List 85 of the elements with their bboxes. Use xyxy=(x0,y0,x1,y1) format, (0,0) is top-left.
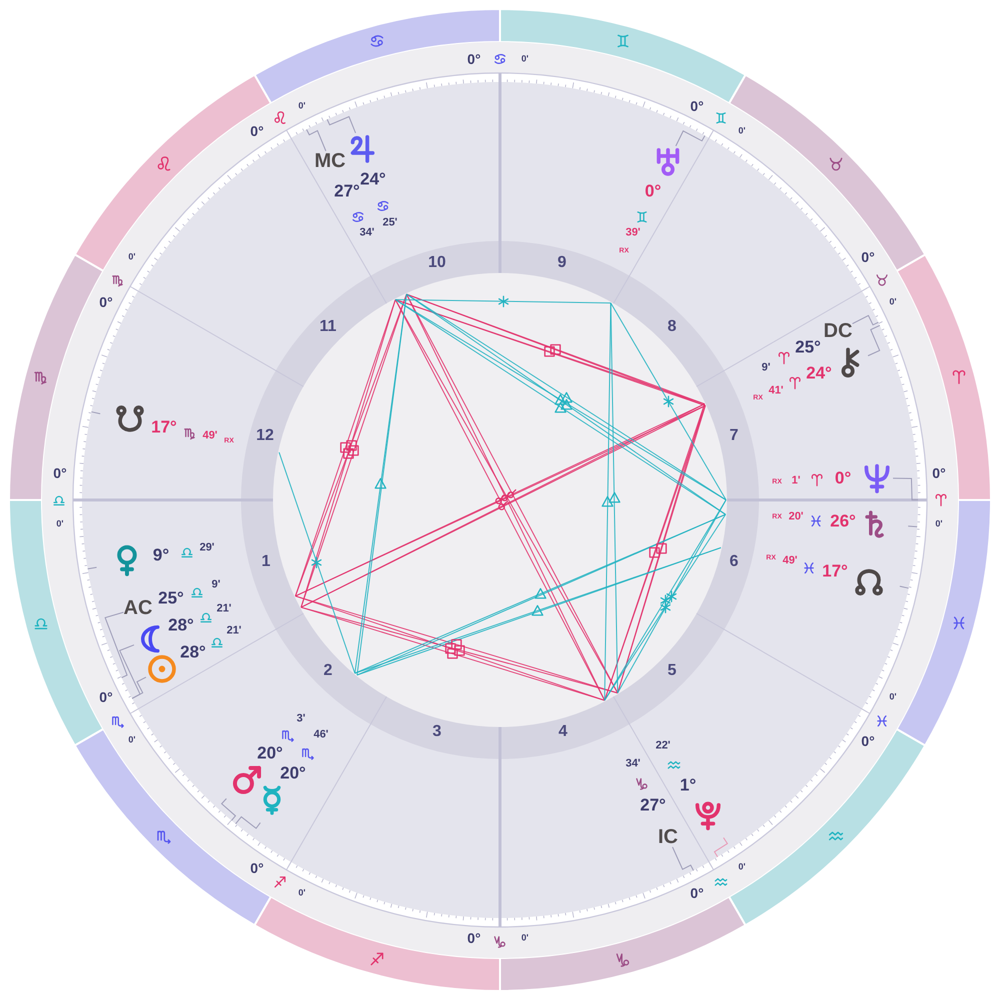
leader-line xyxy=(119,644,141,699)
minute-label: 0' xyxy=(889,298,897,306)
degree-label: 0° xyxy=(99,690,113,704)
house-number: 3 xyxy=(432,724,442,740)
degree-label: 0° xyxy=(467,52,481,66)
minute-label: 49' xyxy=(782,556,798,566)
degree-label: 0° xyxy=(690,99,704,113)
degree-label: 0° xyxy=(250,124,264,138)
degree-label: 0° xyxy=(861,734,875,748)
house-number: 9 xyxy=(558,255,566,271)
minute-label: 0' xyxy=(128,736,136,744)
minute-label: 0' xyxy=(298,888,306,898)
leader-line xyxy=(326,116,356,134)
minute-label: 25' xyxy=(382,218,398,228)
minute-label: 9' xyxy=(762,362,770,374)
degree-label: 0° xyxy=(644,182,662,200)
degree-label: 20° xyxy=(280,764,306,782)
degree-label: 0° xyxy=(99,295,113,309)
minute-label: 20' xyxy=(788,512,804,522)
minute-label: 3' xyxy=(296,714,306,724)
angle-label: MC xyxy=(314,151,346,171)
minute-label: 39' xyxy=(626,228,640,238)
degree-label: 20° xyxy=(257,744,283,762)
angle-label: DC xyxy=(824,321,852,341)
leader-line xyxy=(675,130,706,146)
degree-label: 25° xyxy=(795,338,821,356)
degree-label: 25° xyxy=(158,590,184,606)
degree-label: 17° xyxy=(822,562,848,580)
house-number: 5 xyxy=(668,663,676,679)
degree-label: 28° xyxy=(168,616,194,634)
minute-label: 49' xyxy=(202,430,218,442)
degree-label: 9° xyxy=(152,546,170,564)
degree-label: 26° xyxy=(830,512,856,530)
degree-label: 0° xyxy=(861,250,875,264)
degree-label: 27° xyxy=(334,182,360,200)
minute-label: 9' xyxy=(212,580,220,590)
house-number: 11 xyxy=(320,319,336,335)
house-number: 4 xyxy=(558,724,568,740)
house-number: 12 xyxy=(256,428,274,444)
minute-label: 0' xyxy=(889,692,897,702)
degree-label: 27° xyxy=(640,796,666,814)
minute-label: 0' xyxy=(521,54,529,64)
degree-label: 0° xyxy=(467,931,481,945)
minute-label: 29' xyxy=(200,542,214,554)
minute-label: 0' xyxy=(298,102,306,110)
house-number: 1 xyxy=(262,554,270,570)
minute-label: 34' xyxy=(626,758,640,770)
minute-label: 22' xyxy=(656,740,670,752)
house-number: 8 xyxy=(668,319,676,335)
minute-label: 0' xyxy=(935,520,943,528)
degree-label: 24° xyxy=(360,170,386,188)
degree-label: 0° xyxy=(834,470,852,486)
degree-label: 0° xyxy=(690,886,704,900)
minute-label: 21' xyxy=(216,604,232,614)
leader-line xyxy=(892,478,918,500)
house-number: 2 xyxy=(324,663,332,679)
angle-label: IC xyxy=(658,827,678,847)
minute-label: 41' xyxy=(768,386,784,396)
house-number: 7 xyxy=(730,428,738,444)
minute-label: 0' xyxy=(738,126,746,136)
minute-label: 21' xyxy=(226,626,242,636)
degree-label: 28° xyxy=(180,644,206,660)
leader-line xyxy=(852,314,879,326)
degree-label: 1° xyxy=(680,776,696,794)
minute-label: 0' xyxy=(56,520,64,528)
leader-line xyxy=(104,612,128,678)
leader-line xyxy=(132,676,146,699)
degree-label: 24° xyxy=(806,364,832,382)
minute-label: 0' xyxy=(128,252,136,262)
leader-line xyxy=(306,128,326,152)
sun-glyph-icon xyxy=(146,653,178,685)
degree-label: 0° xyxy=(932,466,946,480)
degree-label: 0° xyxy=(53,466,67,480)
leader-line xyxy=(672,846,694,872)
minute-label: 0' xyxy=(521,934,529,942)
minute-label: 1' xyxy=(792,476,800,486)
minute-label: 0' xyxy=(738,862,746,872)
degree-label: 0° xyxy=(250,861,264,875)
degree-label: 17° xyxy=(151,418,177,436)
leader-line xyxy=(868,324,880,356)
house-number: 10 xyxy=(428,255,446,271)
angle-label: AC xyxy=(124,598,152,618)
minute-label: 34' xyxy=(360,228,374,238)
minute-label: 46' xyxy=(314,730,328,740)
house-number: 6 xyxy=(730,554,738,570)
